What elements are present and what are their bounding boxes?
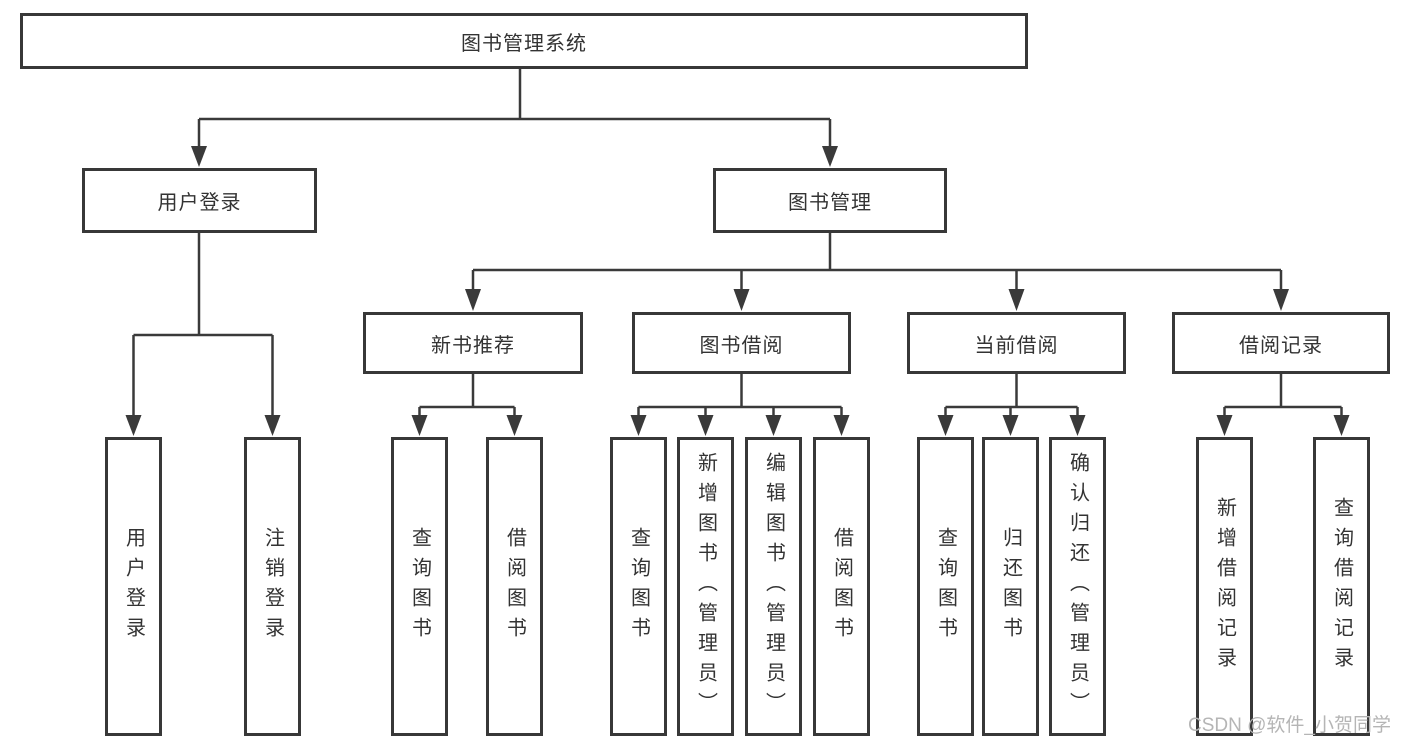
arrow-down-icon: [1002, 415, 1019, 436]
leaf-query-borrow-record: 查询借阅记录: [1313, 437, 1370, 736]
arrow-down-icon: [822, 146, 838, 167]
leaf-logout: 注销登录: [244, 437, 301, 736]
leaf-borrow-books-label: 借阅图书: [830, 526, 853, 647]
leaf-add-borrow-record-label: 新增借阅记录: [1213, 496, 1236, 677]
node-new-book-recommend-label: 新书推荐: [431, 334, 515, 357]
leaf-user-login-label: 用户登录: [122, 526, 145, 647]
leaf-query-books-current-label: 查询图书: [934, 526, 957, 647]
arrow-down-icon: [697, 415, 714, 436]
node-new-book-recommend: 新书推荐: [363, 312, 583, 374]
leaf-edit-books-admin-label: 编辑图书（管理员）: [762, 451, 785, 722]
node-borrow-records-label: 借阅记录: [1239, 334, 1323, 357]
leaf-add-books-admin-label: 新增图书（管理员）: [694, 451, 717, 722]
leaf-query-borrow-record-label: 查询借阅记录: [1330, 496, 1353, 677]
arrow-down-icon: [1273, 289, 1289, 311]
node-current-borrowing-label: 当前借阅: [974, 334, 1059, 357]
leaf-query-books-current: 查询图书: [917, 437, 974, 736]
node-user-login-label: 用户登录: [157, 192, 242, 214]
node-book-management-label: 图书管理: [788, 192, 872, 214]
leaf-return-books: 归还图书: [982, 437, 1039, 736]
leaf-confirm-return-admin-label: 确认归还（管理员）: [1066, 451, 1089, 722]
leaf-query-books-borrow: 查询图书: [610, 437, 667, 736]
node-book-management: 图书管理: [713, 168, 947, 233]
leaf-borrow-books: 借阅图书: [813, 437, 870, 736]
node-book-borrowing-label: 图书借阅: [699, 334, 784, 357]
arrow-down-icon: [765, 415, 782, 436]
leaf-query-books-recommend-label: 查询图书: [408, 526, 431, 647]
leaf-add-books-admin: 新增图书（管理员）: [677, 437, 734, 736]
leaf-query-books-borrow-label: 查询图书: [627, 526, 650, 647]
leaf-user-login: 用户登录: [105, 437, 162, 736]
leaf-edit-books-admin: 编辑图书（管理员）: [745, 437, 802, 736]
leaf-return-books-label: 归还图书: [999, 526, 1022, 647]
watermark-text: CSDN @软件_小贺同学: [1188, 715, 1391, 736]
arrow-down-icon: [630, 415, 647, 436]
leaf-borrow-books-recommend-label: 借阅图书: [503, 526, 526, 647]
arrow-down-icon: [1008, 289, 1025, 311]
arrow-down-icon: [1069, 415, 1086, 436]
arrow-down-icon: [506, 415, 523, 436]
arrow-down-icon: [264, 415, 281, 436]
leaf-query-books-recommend: 查询图书: [391, 437, 448, 736]
node-user-login: 用户登录: [82, 168, 317, 233]
arrow-down-icon: [1333, 415, 1350, 436]
arrow-down-icon: [833, 415, 850, 436]
arrow-down-icon: [125, 415, 142, 436]
node-book-borrowing: 图书借阅: [632, 312, 851, 374]
arrow-down-icon: [465, 289, 481, 311]
arrow-down-icon: [937, 415, 954, 436]
leaf-add-borrow-record: 新增借阅记录: [1196, 437, 1253, 736]
leaf-borrow-books-recommend: 借阅图书: [486, 437, 543, 736]
arrow-down-icon: [733, 289, 750, 311]
arrow-down-icon: [191, 146, 207, 167]
arrow-down-icon: [1216, 415, 1233, 436]
leaf-confirm-return-admin: 确认归还（管理员）: [1049, 437, 1106, 736]
arrow-down-icon: [411, 415, 428, 436]
node-borrow-records: 借阅记录: [1172, 312, 1390, 374]
leaf-logout-label: 注销登录: [261, 526, 284, 647]
node-root-label: 图书管理系统: [461, 32, 587, 55]
node-root: 图书管理系统: [20, 13, 1028, 69]
node-current-borrowing: 当前借阅: [907, 312, 1126, 374]
